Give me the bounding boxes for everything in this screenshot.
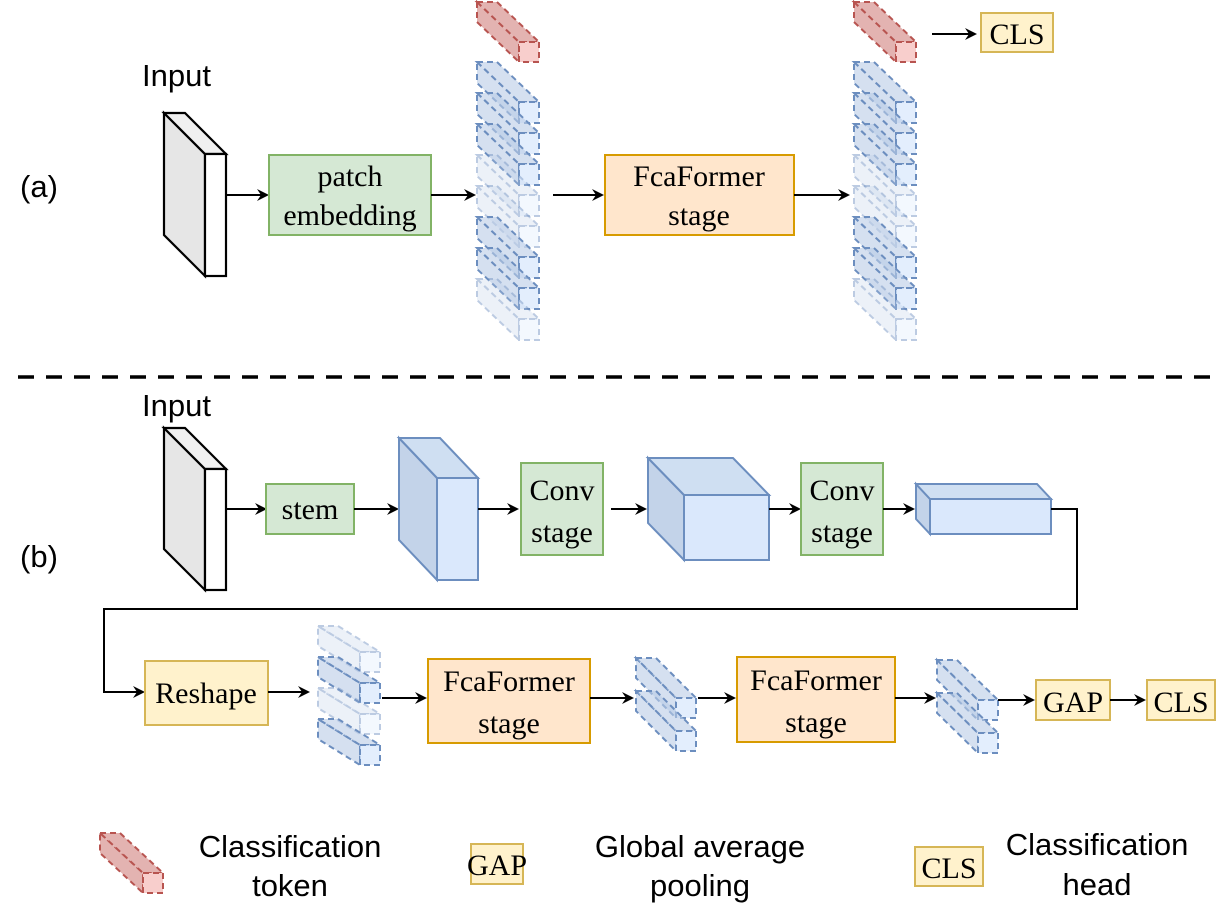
token-block-icon bbox=[851, 121, 919, 188]
svg-text:Reshape: Reshape bbox=[155, 677, 257, 710]
legend-classification-token-icon bbox=[97, 830, 166, 896]
legend-cls-head-line1: Classification bbox=[1006, 827, 1189, 862]
conv-stage-block-2: Conv stage bbox=[800, 462, 884, 556]
token-stack bbox=[474, 59, 542, 343]
legend-cls-symbol: CLS bbox=[914, 846, 984, 887]
panel-b: (b) Input stem Conv stage bbox=[20, 388, 1216, 767]
svg-text:FcaFormer: FcaFormer bbox=[750, 664, 882, 697]
token-block-icon bbox=[474, 276, 542, 343]
token-block-icon bbox=[314, 686, 384, 736]
token-stack bbox=[934, 657, 1001, 756]
panel-b-input-label: Input bbox=[142, 388, 211, 423]
svg-text:stage: stage bbox=[811, 516, 873, 549]
conv-stage-block-1: Conv stage bbox=[520, 462, 604, 556]
cls-head-block: CLS bbox=[980, 12, 1054, 53]
legend-cls-head-line2: head bbox=[1063, 867, 1132, 902]
classification-token-icon bbox=[474, 0, 542, 65]
token-stack bbox=[633, 655, 699, 754]
panel-a-input-image-icon bbox=[161, 110, 229, 279]
fcaformer-stage-block-2: FcaFormer stage bbox=[736, 656, 896, 743]
feature-map-icon bbox=[645, 455, 772, 563]
svg-text:embedding: embedding bbox=[283, 199, 416, 232]
token-block-icon bbox=[474, 152, 542, 219]
svg-text:Conv: Conv bbox=[529, 474, 594, 507]
classification-token-icon bbox=[851, 0, 919, 65]
legend-gap-symbol: GAP bbox=[467, 843, 527, 885]
feature-map-icon bbox=[913, 481, 1054, 537]
token-stack bbox=[851, 59, 919, 343]
legend-cls-token-line1: Classification bbox=[199, 829, 382, 864]
token-stack bbox=[314, 624, 384, 767]
token-block-icon bbox=[314, 624, 384, 674]
fcaformer-stage-block-1: FcaFormer stage bbox=[427, 658, 591, 744]
reshape-block: Reshape bbox=[144, 660, 269, 726]
token-block-icon bbox=[851, 276, 919, 343]
svg-text:Conv: Conv bbox=[809, 474, 874, 507]
svg-text:CLS: CLS bbox=[989, 18, 1044, 51]
token-block-icon bbox=[474, 245, 542, 312]
svg-text:stem: stem bbox=[282, 493, 339, 526]
token-block-icon bbox=[851, 245, 919, 312]
stem-block: stem bbox=[265, 483, 355, 535]
svg-text:stage: stage bbox=[668, 199, 730, 232]
fcaformer-stage-block: FcaFormer stage bbox=[604, 154, 795, 236]
svg-text:stage: stage bbox=[531, 516, 593, 549]
token-block-icon bbox=[314, 655, 384, 705]
token-block-icon bbox=[474, 121, 542, 188]
token-block-icon bbox=[851, 152, 919, 219]
token-block-icon bbox=[934, 690, 1001, 756]
panel-a-label: (a) bbox=[20, 169, 58, 204]
token-block-icon bbox=[633, 688, 699, 754]
legend-gap-line2: pooling bbox=[650, 868, 750, 903]
panel-b-input-image-icon bbox=[161, 425, 229, 593]
svg-text:stage: stage bbox=[785, 706, 847, 739]
svg-text:GAP: GAP bbox=[467, 849, 527, 882]
svg-text:patch: patch bbox=[318, 160, 383, 193]
legend-cls-token-line2: token bbox=[252, 868, 328, 903]
patch-embedding-block: patch embedding bbox=[268, 154, 432, 236]
gap-block: GAP bbox=[1035, 679, 1111, 721]
feature-map-icon bbox=[396, 435, 481, 583]
token-block-icon bbox=[314, 717, 384, 767]
legend: Classification token GAP Global average … bbox=[97, 827, 1189, 903]
legend-gap-line1: Global average bbox=[595, 829, 805, 864]
svg-text:CLS: CLS bbox=[921, 852, 976, 885]
svg-text:CLS: CLS bbox=[1153, 686, 1208, 719]
panel-a: (a) Input patch embedding FcaFormer stag… bbox=[20, 0, 1054, 343]
panel-a-input-label: Input bbox=[142, 58, 211, 93]
svg-text:FcaFormer: FcaFormer bbox=[443, 665, 575, 698]
svg-text:FcaFormer: FcaFormer bbox=[633, 160, 765, 193]
svg-text:stage: stage bbox=[478, 707, 540, 740]
cls-head-block: CLS bbox=[1146, 679, 1216, 721]
connector-wire bbox=[103, 508, 1078, 698]
token-block-icon bbox=[934, 657, 1001, 723]
svg-text:GAP: GAP bbox=[1043, 686, 1103, 719]
panel-b-label: (b) bbox=[20, 539, 58, 574]
